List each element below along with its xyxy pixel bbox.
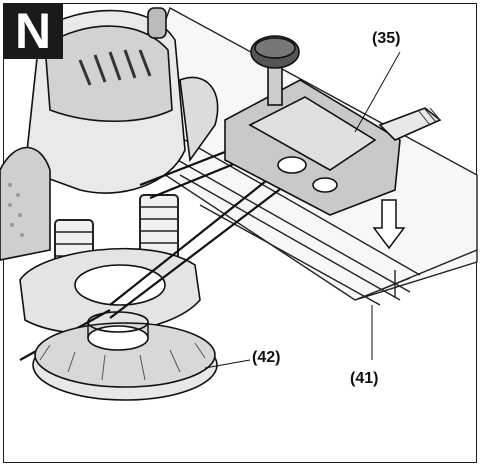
insertion-arrow-icon [372,199,406,250]
template-guide [32,311,218,401]
callout-35: (35) [372,30,401,47]
router-body [0,7,219,335]
callout-41: (41) [350,370,379,387]
callout-leaders [204,51,401,369]
figure-letter: N [14,3,52,59]
callout-42: (42) [252,349,281,366]
figure-letter-badge: N [3,3,63,59]
parallel-guide [224,35,442,216]
